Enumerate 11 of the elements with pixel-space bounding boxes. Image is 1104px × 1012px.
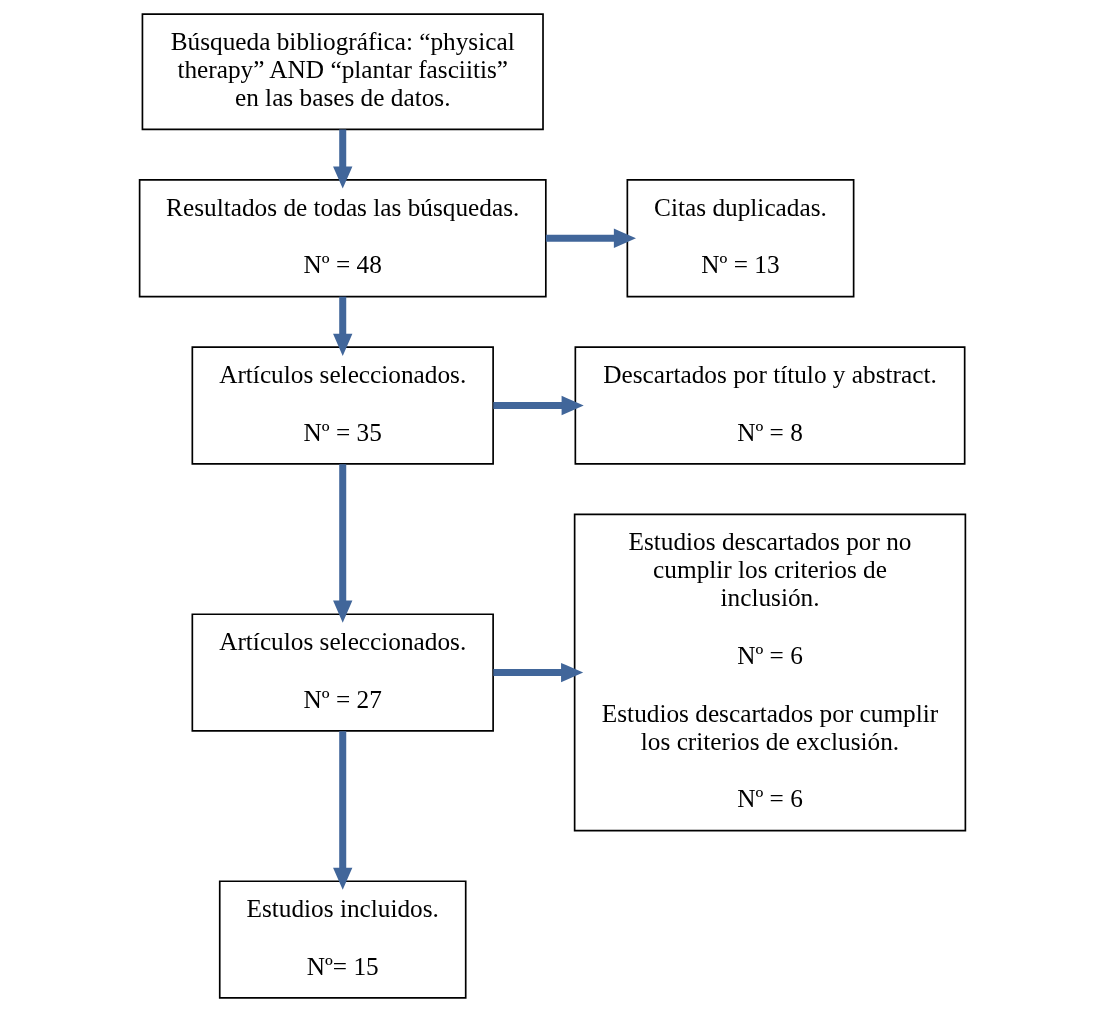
- arrow: [492, 395, 584, 416]
- node-box: Artículos seleccionados. Nº = 27: [191, 613, 494, 732]
- arrow: [492, 662, 583, 683]
- node-box: Citas duplicadas. Nº = 13: [626, 179, 854, 298]
- node-box: Artículos seleccionados. Nº = 35: [191, 346, 494, 465]
- node-box: Búsqueda bibliográfica: “physical therapy” AND “plantar fasciitis” en las bases de datos.: [141, 13, 544, 131]
- node-box: Descartados por título y abstract. Nº = 8: [574, 346, 966, 465]
- node-box: Estudios descartados por no cumplir los criterios de inclusión. Nº = 6 Estudios descartados por cumplir los criterios de exclusión. Nº = 6: [573, 513, 966, 832]
- arrow: [332, 296, 352, 356]
- node-box: Resultados de todas las búsquedas. Nº = 48: [138, 179, 547, 298]
- node-box: Estudios incluidos. Nº= 15: [218, 880, 467, 999]
